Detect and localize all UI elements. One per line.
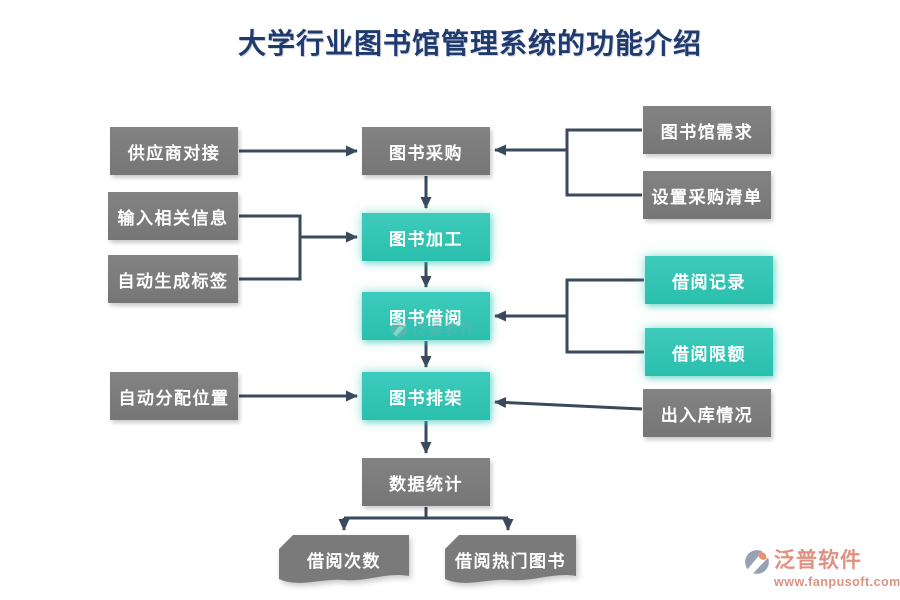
brand-name: 泛普软件	[774, 549, 862, 572]
node-label: 供应商对接	[127, 143, 221, 163]
connector-inventory-shelve	[494, 397, 643, 411]
node-label: 出入库情况	[660, 405, 754, 425]
page-title: 大学行业图书馆管理系统的功能介绍	[237, 28, 702, 59]
connector-bracket-right-top	[565, 128, 642, 197]
node-label: 设置采购清单	[651, 187, 763, 207]
node-borrow: 图书借阅	[362, 292, 490, 340]
node-label: 图书借阅	[389, 308, 463, 328]
node-stats: 数据统计	[362, 458, 490, 506]
node-label: 借阅次数	[307, 551, 381, 571]
node-purchase-list: 设置采购清单	[643, 171, 771, 219]
node-borrow-record: 借阅记录	[645, 256, 773, 304]
node-process: 图书加工	[362, 213, 490, 261]
node-auto-position: 自动分配位置	[110, 372, 238, 420]
node-label: 借阅限额	[672, 344, 746, 364]
node-label: 图书采购	[389, 143, 463, 163]
node-label: 图书馆需求	[660, 122, 754, 142]
node-purchase: 图书采购	[362, 127, 490, 175]
node-label: 自动分配位置	[118, 388, 230, 408]
node-label: 图书排架	[389, 388, 463, 408]
node-input-info: 输入相关信息	[108, 192, 238, 240]
brand-url: www.fanpusoft.com	[774, 575, 900, 589]
node-auto-label: 自动生成标签	[108, 255, 238, 303]
node-label: 输入相关信息	[117, 208, 229, 228]
node-label: 借阅记录	[672, 272, 746, 292]
node-library-need: 图书馆需求	[643, 106, 771, 154]
node-label: 图书加工	[389, 229, 463, 249]
node-label: 借阅热门图书	[455, 551, 566, 571]
document-shape	[279, 535, 409, 583]
node-hot-books: 借阅热门图书	[445, 535, 576, 587]
connector-bracket-right-mid	[565, 278, 644, 354]
node-borrow-count: 借阅次数	[279, 535, 409, 587]
footer-brand: 泛普软件 www.fanpusoft.com	[744, 548, 900, 589]
brand-logo-icon	[745, 550, 769, 574]
node-label: 自动生成标签	[117, 271, 229, 291]
document-shape	[445, 535, 576, 583]
node-label: 数据统计	[389, 474, 463, 494]
connector-stats-split	[344, 507, 508, 520]
node-inventory: 出入库情况	[643, 389, 771, 437]
connector-bracket-left	[239, 214, 302, 281]
node-shelve: 图书排架	[362, 372, 490, 420]
node-supplier: 供应商对接	[110, 127, 238, 175]
node-borrow-limit: 借阅限额	[645, 328, 773, 376]
